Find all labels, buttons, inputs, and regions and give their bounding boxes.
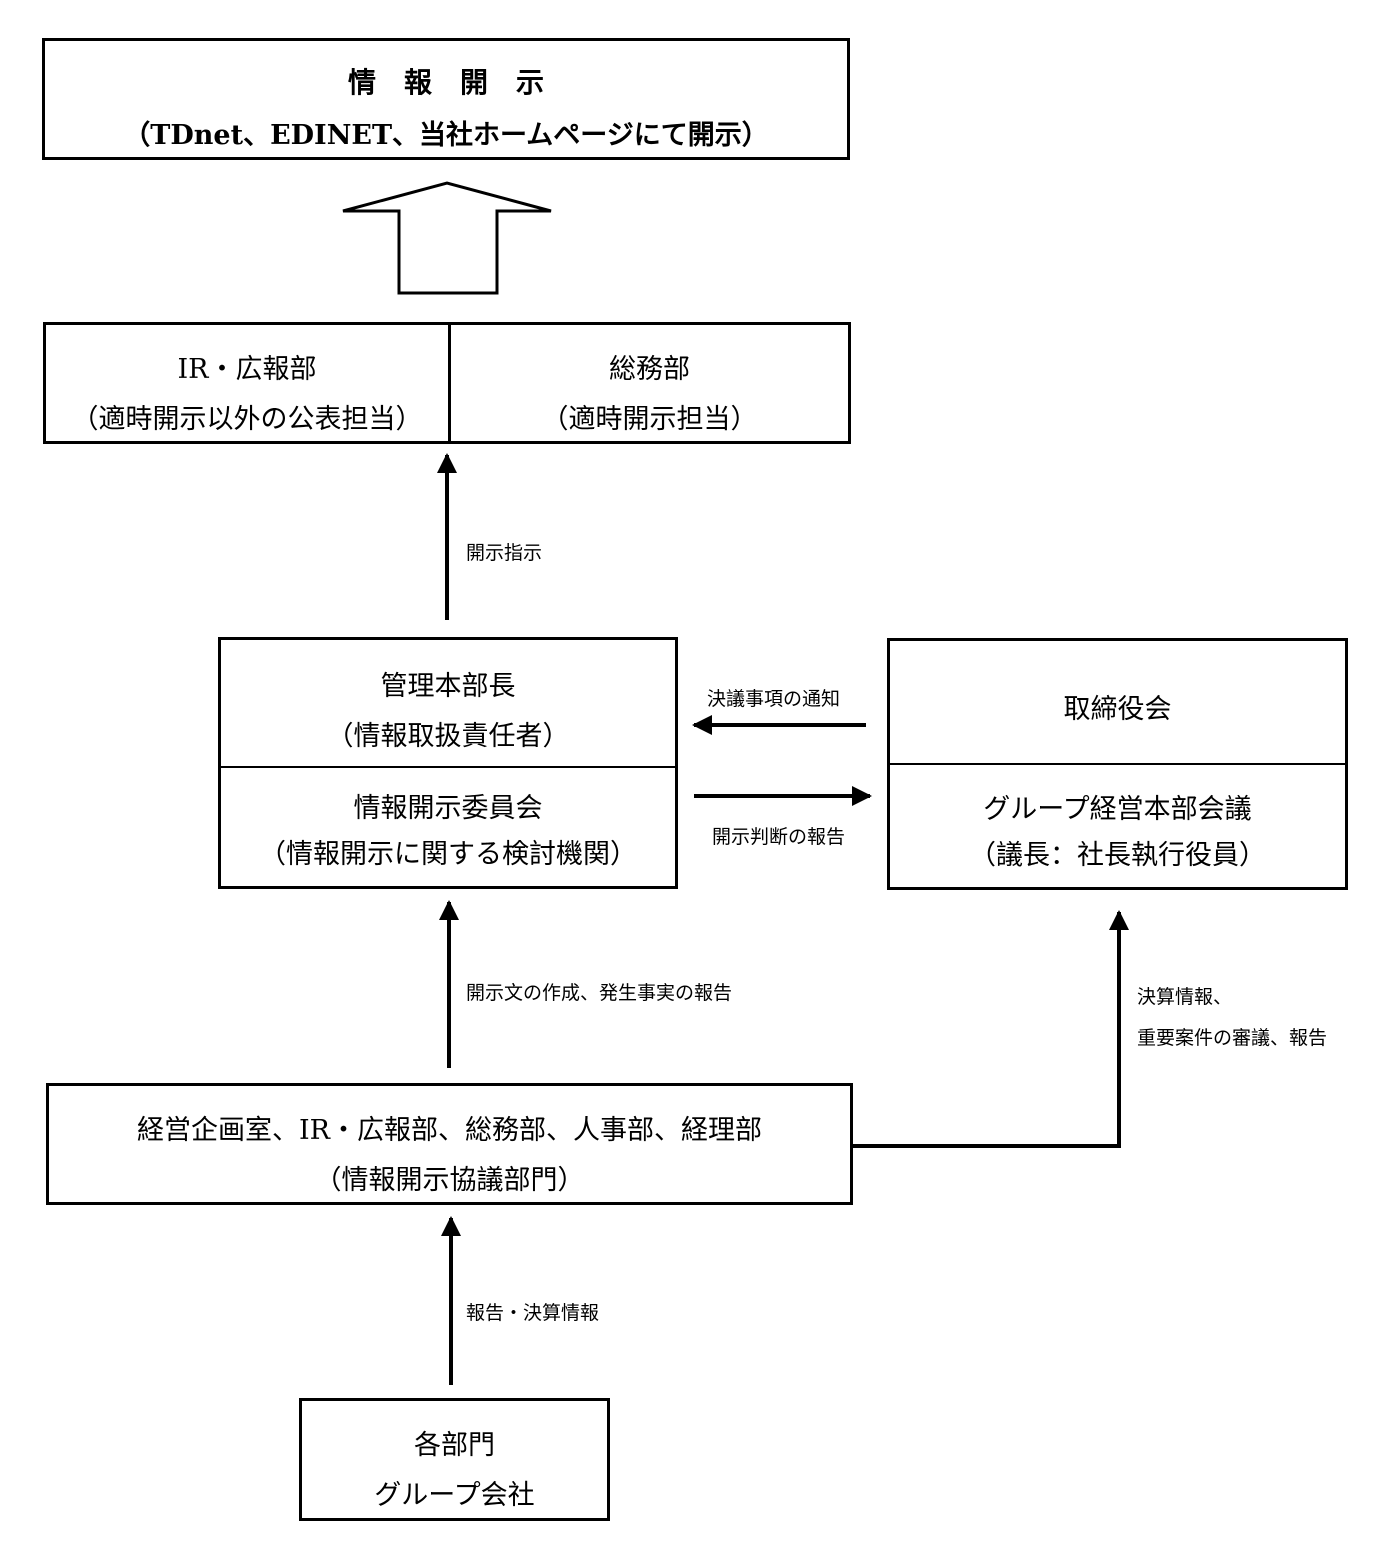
board-box: 取締役会 グループ経営本部会議 （議長：社長執行役員）	[887, 638, 1348, 890]
council-role: （情報開示協議部門）	[314, 1165, 585, 1196]
meeting-name: グループ経営本部会議	[983, 794, 1252, 825]
council-box: 経営企画室、IR・広報部、総務部、人事部、経理部 （情報開示協議部門）	[46, 1083, 853, 1205]
board-name: 取締役会	[1063, 694, 1172, 725]
label-judgment-report: 開示判断の報告	[712, 826, 846, 848]
committee-name: 情報開示委員会	[353, 793, 543, 824]
disclosure-subtitle: （TDnet、EDINET、当社ホームページにて開示）	[123, 120, 769, 151]
council-name: 経営企画室、IR・広報部、総務部、人事部、経理部	[137, 1115, 762, 1146]
large-up-arrow	[342, 181, 552, 295]
ir-pr-cell: IR・広報部 （適時開示以外の公表担当）	[46, 325, 448, 441]
ir-pr-role: （適時開示以外の公表担当）	[71, 404, 423, 435]
label-draft-report: 開示文の作成、発生事実の報告	[466, 982, 733, 1004]
general-affairs-name: 総務部	[609, 354, 690, 385]
ir-pr-name: IR・広報部	[177, 354, 317, 385]
manager-role: （情報取扱責任者）	[326, 721, 570, 752]
divider-horizontal	[890, 763, 1345, 765]
committee-role: （情報開示に関する検討機関）	[259, 839, 637, 870]
general-affairs-role: （適時開示担当）	[541, 404, 758, 435]
meeting-role: （議長：社長執行役員）	[969, 840, 1266, 871]
manager-box: 管理本部長 （情報取扱責任者） 情報開示委員会 （情報開示に関する検討機関）	[218, 637, 678, 889]
arrow-settlement-info	[853, 910, 1129, 1148]
departments-line2: グループ会社	[374, 1480, 535, 1511]
pr-general-affairs-box: IR・広報部 （適時開示以外の公表担当） 総務部 （適時開示担当）	[43, 322, 851, 444]
label-resolution-notice: 決議事項の通知	[707, 688, 841, 710]
label-report-settlement: 報告・決算情報	[466, 1302, 600, 1324]
label-settlement-info-1: 決算情報、	[1137, 986, 1233, 1008]
label-settlement-info-2: 重要案件の審議、報告	[1137, 1027, 1328, 1049]
manager-name: 管理本部長	[380, 671, 516, 702]
general-affairs-cell: 総務部 （適時開示担当）	[451, 325, 848, 441]
label-disclosure-instruction: 開示指示	[466, 542, 543, 564]
divider-horizontal	[221, 766, 675, 768]
disclosure-box: 情 報 開 示 （TDnet、EDINET、当社ホームページにて開示）	[42, 38, 850, 160]
departments-box: 各部門 グループ会社	[299, 1398, 610, 1521]
divider-vertical	[448, 325, 451, 441]
disclosure-title: 情 報 開 示	[347, 66, 544, 99]
departments-line1: 各部門	[414, 1430, 495, 1461]
